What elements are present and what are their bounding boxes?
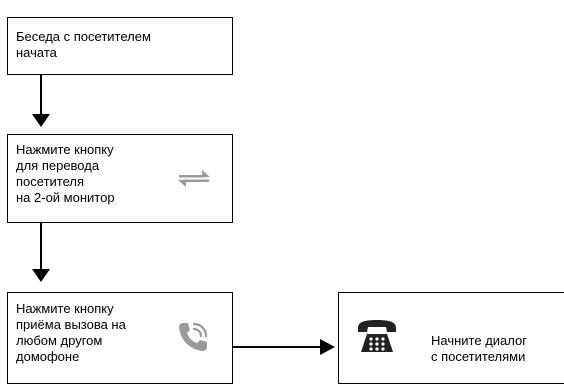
step-4-text: Начните диалог с посетителями [431,333,527,364]
arrow-step2-to-step3 [32,223,50,282]
telephone-icon [358,320,396,352]
step-2-text: Нажмите кнопку для перевода посетителя н… [16,142,115,205]
phone-call-icon [179,322,208,351]
step-2-box: Нажмите кнопку для перевода посетителя н… [7,134,233,223]
arrow-step3-to-step4 [233,339,335,355]
step-1-text: Беседа с посетителем начата [16,29,151,60]
step-1-box: Беседа с посетителем начата [7,17,233,75]
swap-arrows-icon [178,170,210,187]
step-3-box: Нажмите кнопку приёма вызова на любом др… [7,292,233,384]
arrow-step1-to-step2 [32,75,50,127]
step-3-text: Нажмите кнопку приёма вызова на любом др… [16,301,126,364]
